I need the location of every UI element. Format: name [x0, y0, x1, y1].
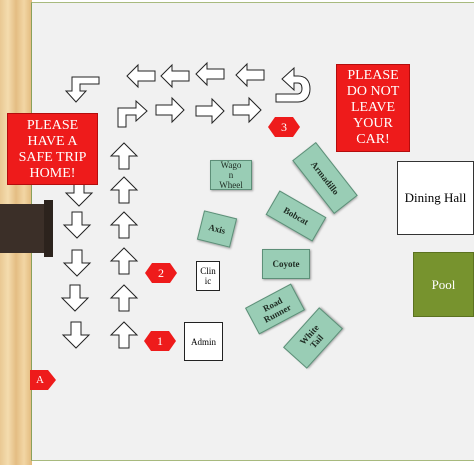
do-not-leave-car-sign: PLEASE DO NOT LEAVE YOUR CAR!: [336, 64, 410, 152]
entrance-gate: [0, 200, 53, 257]
do-not-leave-sign-line: LEAVE: [350, 100, 396, 115]
arrow-up-icon: [109, 247, 139, 275]
arrow-right-icon: [155, 96, 185, 124]
stop-badge-2: 2: [145, 263, 177, 283]
arrow-up-icon: [109, 142, 139, 170]
dining-hall-label: Dining Hall: [404, 190, 467, 205]
cabin-wagon-wheel: Wago n Wheel: [210, 160, 252, 190]
arrow-down-icon: [60, 284, 90, 312]
do-not-leave-sign-line: PLEASE: [347, 68, 399, 83]
safe-trip-sign: PLEASE HAVE A SAFE TRIP HOME!: [7, 113, 98, 185]
pool-label: Pool: [431, 276, 456, 292]
do-not-leave-sign-line: DO NOT: [346, 84, 400, 99]
turn-arrow-icon: [116, 98, 148, 128]
arrow-left-icon: [126, 63, 156, 89]
arrow-left-icon: [235, 62, 265, 88]
do-not-leave-sign-line: CAR!: [356, 132, 390, 147]
arrow-right-icon: [232, 96, 262, 124]
admin-building: Admin: [184, 322, 223, 361]
marker-label: A: [36, 374, 44, 386]
arrow-down-icon: [62, 211, 92, 239]
badge-number: 3: [281, 119, 287, 134]
arrow-down-icon: [61, 321, 91, 349]
admin-label: Admin: [190, 336, 216, 347]
arrow-left-icon: [160, 63, 190, 89]
cabin-label: Coyote: [272, 259, 300, 269]
arrow-up-icon: [109, 176, 139, 204]
dining-hall-building: Dining Hall: [397, 161, 474, 235]
stop-badge-3: 3: [268, 117, 300, 137]
badge-number: 1: [157, 333, 163, 348]
cabin-coyote: Coyote: [262, 249, 310, 279]
safe-trip-sign-line: SAFE TRIP: [18, 150, 87, 165]
arrow-down-icon: [62, 249, 92, 277]
arrow-up-icon: [109, 211, 139, 239]
safe-trip-sign-line: PLEASE: [26, 118, 79, 133]
arrow-right-icon: [195, 97, 225, 125]
arrow-left-icon: [195, 61, 225, 87]
do-not-leave-sign-line: YOUR: [353, 116, 393, 131]
u-turn-arrow-icon: [274, 66, 320, 112]
pool-area: Pool: [413, 252, 474, 317]
arrow-up-icon: [109, 284, 139, 312]
badge-number: 2: [158, 265, 164, 280]
safe-trip-sign-line: HAVE A: [27, 134, 78, 149]
cabin-label-line: Wheel: [219, 180, 243, 190]
clinic-label-line: ic: [204, 276, 212, 286]
turn-arrow-icon: [64, 75, 102, 103]
safe-trip-sign-line: HOME!: [29, 166, 76, 181]
cabin-label-line: n: [228, 170, 234, 180]
stop-badge-1: 1: [144, 331, 176, 351]
clinic-label-line: Clin: [200, 266, 216, 276]
cabin-label: Axis: [207, 222, 227, 236]
clinic-building: Clin ic: [196, 261, 220, 291]
cabin-label: Bobcat: [281, 204, 311, 228]
arrow-up-icon: [109, 321, 139, 349]
location-marker-a: A: [30, 370, 56, 390]
cabin-label-line: Wago: [220, 160, 242, 170]
